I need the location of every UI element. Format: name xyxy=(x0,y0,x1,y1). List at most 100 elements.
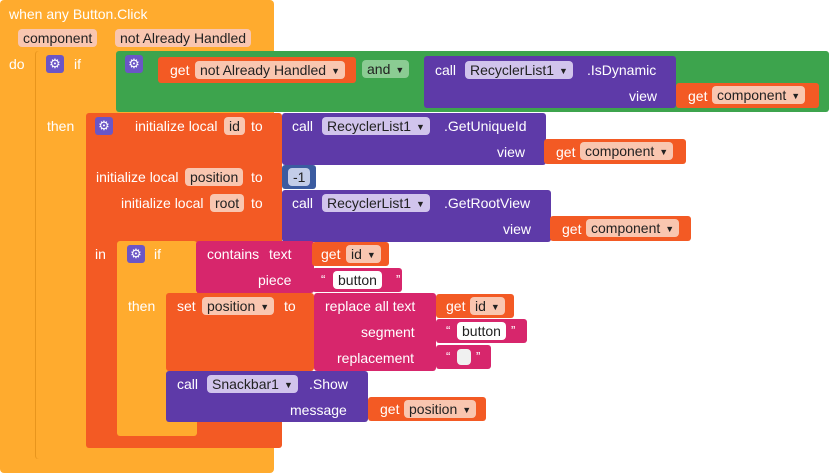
var-dropdown[interactable]: component ▼ xyxy=(586,219,680,237)
component-dropdown[interactable]: RecyclerList1 ▼ xyxy=(322,117,430,135)
component-name: RecyclerList1 xyxy=(327,195,412,211)
segment-label: segment xyxy=(361,324,415,340)
view-label: view xyxy=(503,221,532,237)
component-dropdown[interactable]: RecyclerList1 ▼ xyxy=(322,194,430,212)
do-label: do xyxy=(9,56,25,72)
quote-open: “ xyxy=(321,272,326,287)
set-label: set xyxy=(177,298,196,314)
dropdown-arrow-icon: ▼ xyxy=(260,302,270,312)
to-label: to xyxy=(251,118,263,134)
var-name: component xyxy=(591,220,661,236)
initialize-local-label: initialize local xyxy=(96,169,179,185)
var-name: position xyxy=(207,298,256,314)
component-name: RecyclerList1 xyxy=(470,62,555,78)
text-label: text xyxy=(269,246,292,262)
gear-icon[interactable]: ⚙ xyxy=(127,245,145,263)
var-name: id xyxy=(475,298,486,314)
dropdown-arrow-icon: ▼ xyxy=(395,65,405,75)
call-label: call xyxy=(177,376,199,392)
piece-label: piece xyxy=(258,272,292,288)
dropdown-arrow-icon: ▼ xyxy=(659,147,669,157)
gear-icon[interactable]: ⚙ xyxy=(46,55,64,73)
component-name: RecyclerList1 xyxy=(327,118,412,134)
call-label: call xyxy=(292,195,314,211)
to-label: to xyxy=(284,298,296,314)
component-name: Snackbar1 xyxy=(212,376,279,392)
local-var-name[interactable]: root xyxy=(210,194,245,212)
text-value-empty[interactable] xyxy=(457,349,471,365)
initialize-local-label: initialize local xyxy=(135,118,218,134)
method-label: .GetUniqueId xyxy=(444,118,527,134)
text-value[interactable]: button xyxy=(333,271,382,289)
replacement-label: replacement xyxy=(337,350,415,366)
get-label: get xyxy=(562,221,582,237)
dropdown-arrow-icon: ▼ xyxy=(490,302,500,312)
dropdown-arrow-icon: ▼ xyxy=(283,380,293,390)
quote-close: ” xyxy=(476,349,481,364)
var-dropdown[interactable]: component ▼ xyxy=(580,142,674,160)
and-dropdown[interactable]: and ▼ xyxy=(362,60,410,78)
method-label: .IsDynamic xyxy=(587,62,657,78)
dropdown-arrow-icon: ▼ xyxy=(462,405,472,415)
dropdown-arrow-icon: ▼ xyxy=(416,122,425,132)
number-value[interactable]: -1 xyxy=(288,168,311,186)
replace-all-text-block[interactable] xyxy=(314,293,436,371)
dropdown-arrow-icon: ▼ xyxy=(366,250,376,260)
var-name: id xyxy=(351,246,362,262)
and-label: and xyxy=(367,61,391,77)
initialize-local-label: initialize local xyxy=(121,195,204,211)
quote-open: “ xyxy=(446,323,451,338)
component-dropdown[interactable]: Snackbar1 ▼ xyxy=(207,375,298,393)
dropdown-arrow-icon: ▼ xyxy=(791,91,801,101)
dropdown-arrow-icon: ▼ xyxy=(416,199,425,209)
call-label: call xyxy=(292,118,314,134)
view-label: view xyxy=(629,88,658,104)
dropdown-arrow-icon: ▼ xyxy=(559,66,568,76)
dropdown-arrow-icon: ▼ xyxy=(331,66,341,76)
get-label: get xyxy=(380,401,400,417)
to-label: to xyxy=(251,169,263,185)
get-label: get xyxy=(170,62,190,78)
in-label: in xyxy=(95,246,106,262)
gear-icon[interactable]: ⚙ xyxy=(95,117,113,135)
var-dropdown[interactable]: position ▼ xyxy=(202,297,275,315)
var-dropdown[interactable]: id ▼ xyxy=(470,297,505,315)
view-label: view xyxy=(497,144,526,160)
param-not-already-handled[interactable]: not Already Handled xyxy=(115,29,252,47)
quote-open: “ xyxy=(446,349,451,364)
method-label: .GetRootView xyxy=(444,195,531,211)
get-label: get xyxy=(321,246,341,262)
quote-close: ” xyxy=(396,272,401,287)
var-name: not Already Handled xyxy=(200,62,327,78)
quote-close: ” xyxy=(511,323,516,338)
message-label: message xyxy=(290,402,347,418)
gear-icon[interactable]: ⚙ xyxy=(125,55,143,73)
to-label: to xyxy=(251,195,263,211)
local-var-name[interactable]: position xyxy=(185,168,244,186)
contains-label: contains xyxy=(207,246,260,262)
var-dropdown[interactable]: id ▼ xyxy=(346,245,381,263)
var-name: position xyxy=(409,401,458,417)
method-label: .Show xyxy=(309,376,348,392)
var-dropdown[interactable]: not Already Handled ▼ xyxy=(195,61,346,79)
var-dropdown[interactable]: position ▼ xyxy=(404,400,477,418)
var-name: component xyxy=(585,143,655,159)
then-label: then xyxy=(47,118,75,134)
var-dropdown[interactable]: component ▼ xyxy=(712,86,806,104)
local-var-name[interactable]: id xyxy=(224,117,245,135)
then-label: then xyxy=(128,298,156,314)
text-value[interactable]: button xyxy=(457,322,506,340)
if-label: if xyxy=(74,56,81,72)
get-label: get xyxy=(446,298,466,314)
component-dropdown[interactable]: RecyclerList1 ▼ xyxy=(465,61,573,79)
call-label: call xyxy=(435,62,457,78)
dropdown-arrow-icon: ▼ xyxy=(665,224,675,234)
var-name: component xyxy=(717,87,787,103)
contains-text-block[interactable] xyxy=(196,241,314,293)
event-title: when any Button.Click xyxy=(9,6,148,22)
param-component[interactable]: component xyxy=(18,29,98,47)
get-label: get xyxy=(556,144,576,160)
get-label: get xyxy=(688,88,708,104)
replace-all-text-label: replace all text xyxy=(325,298,416,314)
if-label: if xyxy=(154,246,161,262)
